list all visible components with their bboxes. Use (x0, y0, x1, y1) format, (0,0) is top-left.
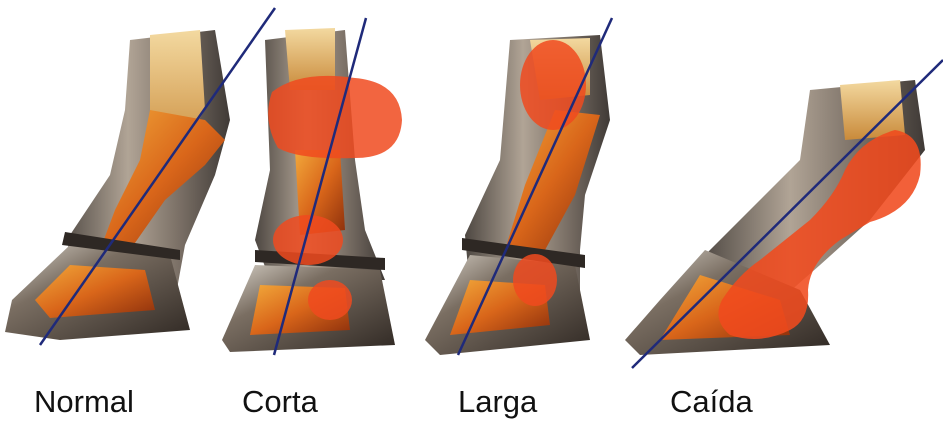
hoof-larga (425, 18, 612, 355)
coffin-joint-highlight (513, 254, 557, 306)
caption-larga: Larga (458, 386, 537, 417)
hoof-normal (5, 8, 275, 345)
pastern-joint-highlight (273, 215, 343, 265)
fetlock-joint-highlight (520, 40, 586, 130)
caption-normal: Normal (34, 386, 134, 417)
fetlock-joint-highlight (268, 76, 402, 158)
hoof-corta (222, 18, 402, 355)
caption-caida: Caída (670, 386, 753, 417)
hoof-caida (625, 60, 943, 368)
coffin-joint-highlight (308, 280, 352, 320)
caption-corta: Corta (242, 386, 318, 417)
